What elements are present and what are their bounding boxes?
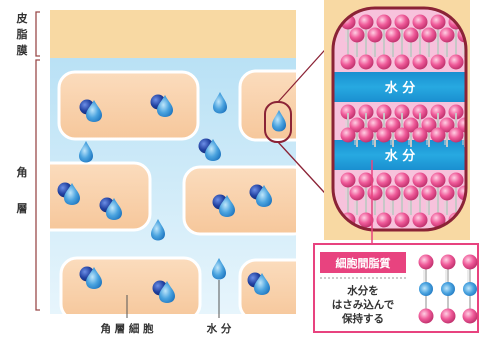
corneocyte-cell: [182, 165, 296, 236]
sebum-layer: [50, 10, 296, 58]
corneocyte-label: 角 層 細 胞: [101, 322, 154, 335]
water-drop-icon: [441, 282, 455, 296]
corneocyte-cell: [238, 258, 296, 314]
svg-text:角層: 角層: [17, 165, 28, 215]
lipid-zoom-view: [333, 8, 466, 230]
stratum-corneum-label: 角層: [17, 165, 28, 215]
lipid-desc-line: はさみ込んで: [332, 298, 395, 311]
lipid-desc-line: 水分を: [346, 284, 379, 297]
sebum-membrane-label: 皮脂膜: [16, 11, 28, 57]
lipid-callout-title: 細胞間脂質: [336, 256, 391, 270]
water-band-label: 水 分: [385, 80, 416, 96]
corneocyte-cell: [59, 256, 202, 314]
corneocyte-cell: [50, 161, 152, 232]
water-drop-icon: [463, 282, 477, 296]
lipid-callout: 細胞間脂質 水分を はさみ込んで 保持する: [313, 243, 479, 333]
corneocyte-cell: [57, 70, 200, 141]
lipid-molecule-icon: [417, 253, 479, 325]
svg-text:皮脂膜: 皮脂膜: [16, 11, 28, 57]
water-label: 水 分: [206, 322, 232, 335]
skin-cross-section: [50, 10, 296, 314]
water-band: [333, 72, 466, 102]
lipid-desc-line: 保持する: [341, 312, 384, 325]
water-drop-icon: [419, 282, 433, 296]
layer-brackets: [35, 11, 40, 311]
lipid-zoom-frame: [331, 6, 468, 232]
water-band-label: 水 分: [385, 148, 416, 164]
lipid-callout-title-bg: [320, 252, 406, 273]
